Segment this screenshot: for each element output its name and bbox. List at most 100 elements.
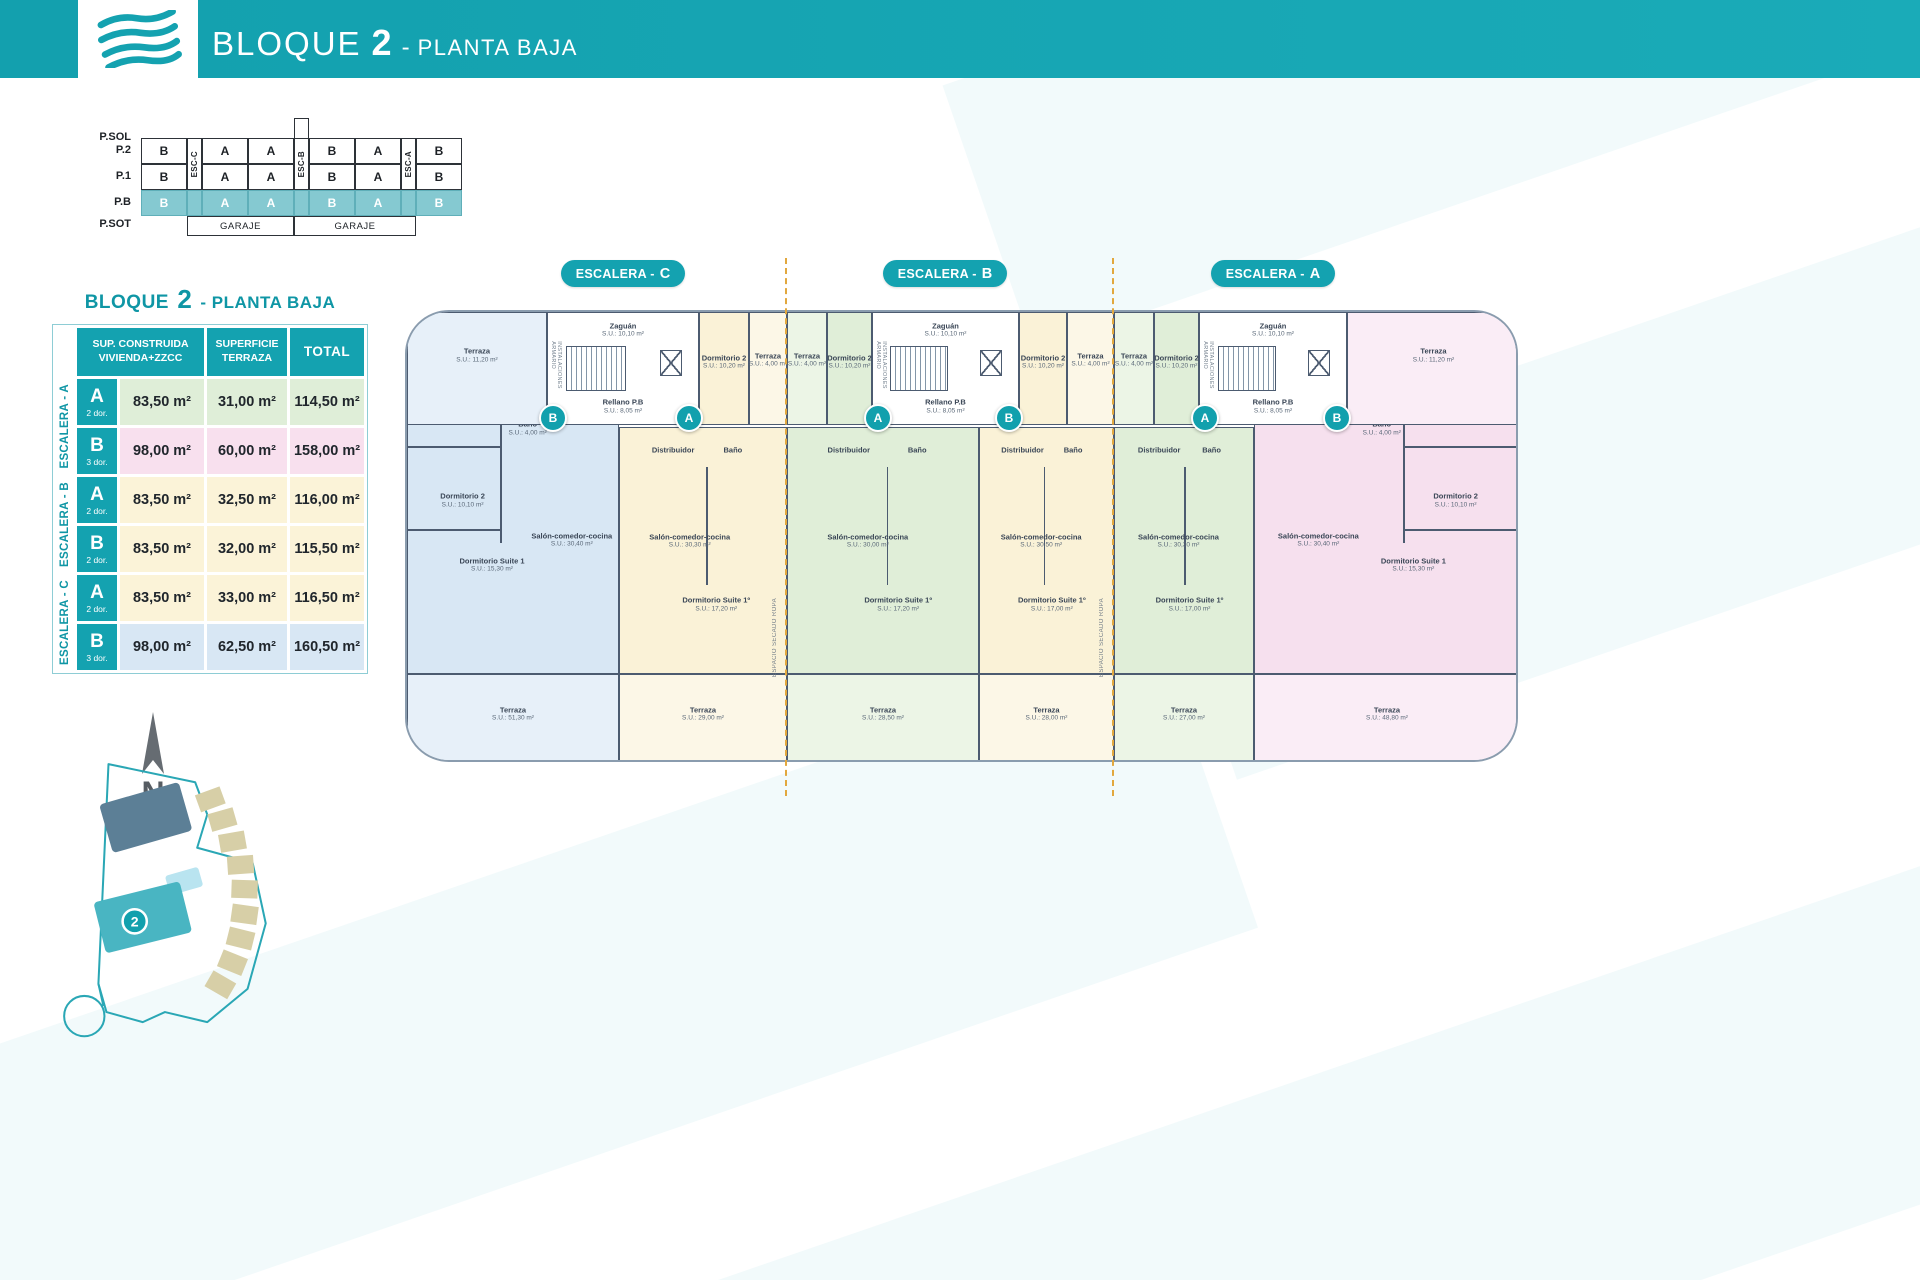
site-block-number: 2 (131, 913, 139, 929)
surfaces-table: BLOQUE 2 - PLANTA BAJA SUP. CONSTRUIDA V… (52, 284, 368, 674)
unit-dorms: 3 dor. (86, 652, 108, 663)
room-area: S.U.: 4,00 m² (1362, 428, 1401, 436)
page-title: BLOQUE 2 - PLANTA BAJA (212, 0, 578, 78)
room-area: S.U.: 30,40 m² (550, 540, 593, 548)
room-area: S.U.: 30,40 m² (1297, 540, 1340, 548)
room-label: Baño (1202, 445, 1221, 454)
unit-letter: B (90, 630, 104, 652)
room-name: Zaguán (1259, 320, 1287, 330)
unit-cell: B (309, 164, 355, 190)
room-area: S.U.: 10,10 m² (1434, 500, 1477, 508)
stair-tower (294, 118, 309, 139)
stairs-icon (890, 346, 949, 391)
unit-letter: B (90, 434, 104, 456)
secado-label: ESPACIO SECADO ROPA (1099, 598, 1105, 678)
room-area: S.U.: 48,80 m² (1366, 714, 1408, 722)
room-area: S.U.: 28,00 m² (1025, 714, 1068, 722)
header-bar: BLOQUE 2 - PLANTA BAJA (0, 0, 1920, 78)
room-area: S.U.: 30,30 m² (1157, 541, 1200, 549)
room-name: Salón-comedor-cocina (1277, 531, 1359, 541)
unit-letter: B (90, 532, 104, 554)
group-label-text: ESCALERA - B (59, 482, 71, 567)
room-name: Distribuidor (651, 445, 695, 455)
room-name: Salón-comedor-cocina (1138, 531, 1219, 541)
unit-cell: A (202, 164, 248, 190)
esc-stub (401, 190, 416, 216)
room-name: Salón-comedor-cocina (1000, 531, 1082, 541)
value-terrace: 31,00 m² (207, 379, 287, 425)
room-name: Dormitorio Suite 1º (1017, 595, 1086, 605)
garage-cell: GARAJE (187, 216, 294, 236)
room-name: Salón-comedor-cocina (649, 531, 731, 541)
unit-cell-pb: A (355, 190, 401, 216)
value-total: 115,50 m² (290, 526, 364, 572)
room-name: Dormitorio Suite 1º (864, 595, 933, 605)
room-area: S.U.: 10,20 m² (703, 362, 745, 370)
title-main: BLOQUE (212, 25, 362, 62)
room-area: S.U.: 8,05 m² (926, 406, 965, 414)
logo-waves-icon (97, 10, 182, 68)
room-area: S.U.: 10,20 m² (1022, 362, 1064, 370)
room-area: S.U.: 10,10 m² (441, 500, 484, 508)
value-terrace: 32,50 m² (207, 477, 287, 523)
room-area: S.U.: 29,00 m² (682, 714, 724, 722)
room-name: Dormitorio 2 (701, 353, 747, 363)
group-label-text: ESCALERA - C (59, 580, 71, 665)
room-area: S.U.: 17,00 m² (1168, 605, 1211, 613)
value-built: 83,50 m² (120, 477, 204, 523)
room-area: S.U.: 15,30 m² (471, 565, 513, 573)
unit-dorms: 2 dor. (86, 505, 108, 516)
room-area: S.U.: 10,10 m² (602, 330, 644, 338)
site-plan-map: 2 (63, 763, 267, 1038)
room-name: Rellano P.B (1252, 397, 1294, 407)
title-separator: - (401, 34, 410, 61)
room-name: Rellano P.B (602, 397, 644, 407)
room-name: Terraza (463, 346, 491, 356)
room-name: Baño (907, 445, 927, 455)
unit-cell: B (141, 164, 187, 190)
room-name: Dormitorio Suite 1º (682, 595, 751, 605)
unit-dorms: 2 dor. (86, 407, 108, 418)
room-area: S.U.: 10,10 m² (924, 330, 967, 338)
floor-label: P.2 (115, 144, 131, 156)
badge-prefix: ESCALERA - (897, 266, 977, 281)
value-built: 98,00 m² (120, 624, 204, 670)
room-name: Dormitorio 2 (827, 353, 872, 363)
room-name: Dormitorio 2 (1433, 491, 1478, 501)
value-terrace: 62,50 m² (207, 624, 287, 670)
title-subtitle: PLANTA BAJA (417, 35, 578, 60)
value-terrace: 32,00 m² (207, 526, 287, 572)
room-label: Distribuidor (652, 445, 695, 454)
unit-cell: A (248, 164, 294, 190)
title-number: 2 (371, 22, 392, 63)
brand-logo (78, 0, 198, 78)
floor-label: P.SOL (99, 131, 131, 143)
room-name: Terraza (793, 350, 821, 360)
room-area: S.U.: 11,20 m² (1412, 355, 1455, 363)
instalaciones-label: INSTALACIONES ARMARIO (550, 340, 562, 389)
unit-cell-pb: A (248, 190, 294, 216)
unit-marker: B (539, 404, 567, 432)
esc-stub (187, 190, 202, 216)
parcel-outline (97, 763, 267, 1024)
badge-escalera-c: ESCALERA - C (561, 260, 685, 287)
unit-cell: B (309, 138, 355, 164)
unit-marker: A (1191, 404, 1219, 432)
room-name: Terraza (1420, 346, 1447, 356)
